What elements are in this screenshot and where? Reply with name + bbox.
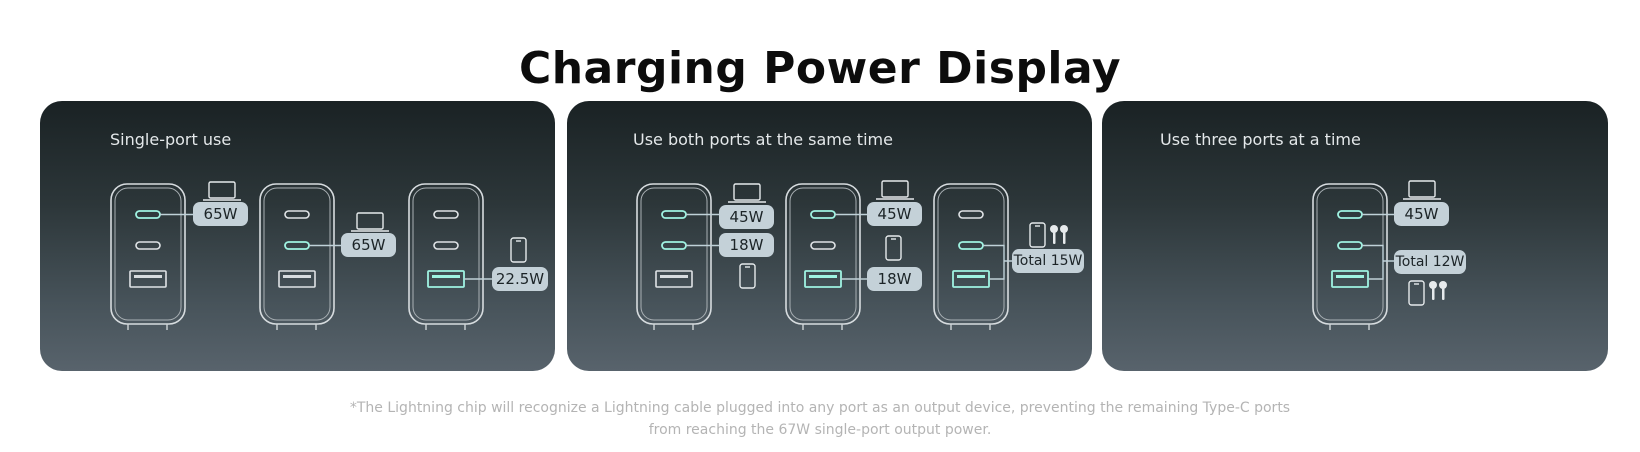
charger-icon [110, 183, 186, 330]
phone-icon [1029, 222, 1046, 248]
laptop-icon [351, 212, 389, 232]
laptop-icon [1403, 180, 1441, 200]
power-badge: 22.5W [492, 267, 548, 291]
panel-illustration [1312, 180, 1447, 330]
power-badge-label: 18W [729, 236, 764, 254]
laptop-icon [203, 181, 241, 201]
panel-single-port: Single-port use [40, 101, 555, 371]
laptop-icon [728, 183, 766, 203]
power-badge-label: 18W [877, 270, 912, 288]
charger-icon [785, 183, 861, 330]
power-badge-label: 22.5W [495, 270, 545, 288]
panel-two-ports: Use both ports at the same time [567, 101, 1092, 371]
page-title: Charging Power Display [518, 43, 1122, 95]
footnote-line-2: from reaching the 67W single-port output… [648, 422, 992, 438]
power-badge-label: Total 15W [1013, 253, 1083, 269]
power-badge: 45W [1394, 202, 1449, 226]
power-badge-label: 45W [1404, 205, 1439, 223]
power-badge-label: 65W [203, 205, 238, 223]
power-badge: Total 12W [1394, 250, 1466, 274]
phone-icon [885, 235, 902, 261]
power-badge: 65W [341, 233, 396, 257]
footnote: *The Lightning chip will recognize a Lig… [0, 397, 1640, 441]
power-badge: 18W [867, 267, 922, 291]
power-badge-label: 45W [877, 205, 912, 223]
phone-icon [1408, 280, 1425, 306]
power-badge-label: 65W [351, 236, 386, 254]
panel-illustration [636, 180, 1068, 330]
power-badge: 65W [193, 202, 248, 226]
panel-illustration [110, 181, 527, 330]
earbuds-icon [1050, 225, 1068, 244]
panel-label: Use three ports at a time [1160, 130, 1361, 149]
power-badge: 45W [719, 205, 774, 229]
laptop-icon [876, 180, 914, 200]
power-badge: 18W [719, 233, 774, 257]
panel-label: Use both ports at the same time [633, 130, 893, 149]
earbuds-icon [1429, 281, 1447, 300]
panel-three-ports: Use three ports at a time [1102, 101, 1608, 371]
charger-icon [259, 183, 335, 330]
panel-label: Single-port use [110, 130, 232, 149]
power-badge-label: 45W [729, 208, 764, 226]
charger-icon [933, 183, 1009, 330]
phone-icon [510, 237, 527, 263]
power-badge: 45W [867, 202, 922, 226]
charger-icon [636, 183, 712, 330]
charger-icon [408, 183, 484, 330]
footnote-line-1: *The Lightning chip will recognize a Lig… [349, 400, 1291, 416]
power-badge: Total 15W [1012, 249, 1084, 273]
charger-icon [1312, 183, 1388, 330]
phone-icon [739, 263, 756, 289]
power-badge-label: Total 12W [1395, 254, 1465, 270]
